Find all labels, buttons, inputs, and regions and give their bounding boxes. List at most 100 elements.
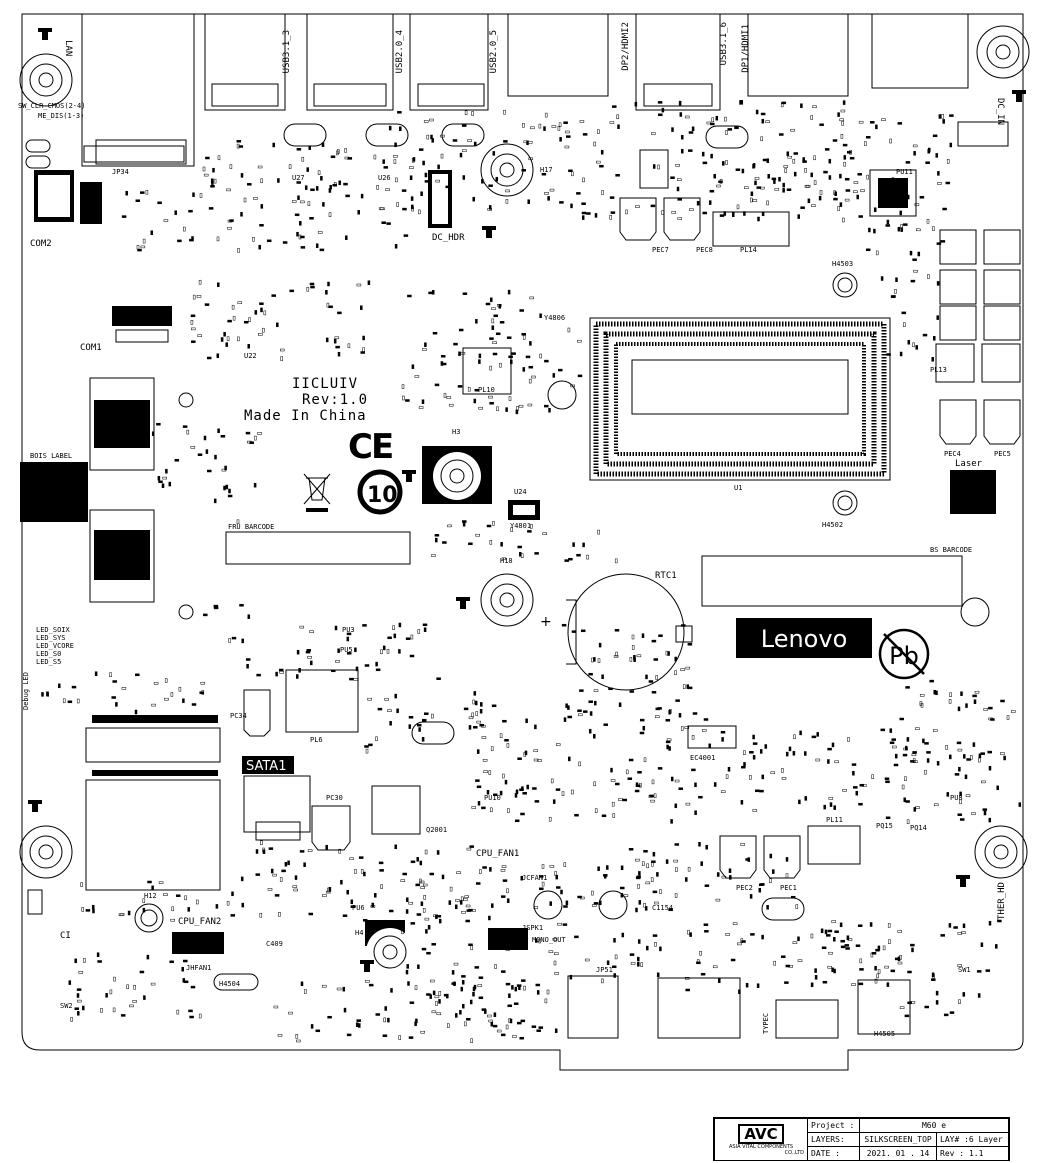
smd-pad xyxy=(273,1005,279,1009)
com1-label: COM1 xyxy=(80,343,102,353)
smd-pad xyxy=(601,978,604,984)
smd-pad xyxy=(490,934,493,940)
smd-pad xyxy=(145,189,149,195)
smd-pad xyxy=(454,904,458,910)
smd-pad xyxy=(445,185,450,189)
smd-pad xyxy=(933,336,936,341)
smd-pad xyxy=(541,864,545,869)
smd-pad xyxy=(668,746,671,751)
smd-pad xyxy=(183,226,186,232)
smd-pad xyxy=(594,213,598,218)
smd-pad xyxy=(610,211,616,214)
smd-pad xyxy=(509,1018,513,1024)
smd-pad xyxy=(945,181,951,185)
smd-pad xyxy=(811,204,816,207)
smd-pad xyxy=(635,205,640,208)
smd-pad xyxy=(581,211,587,215)
smd-pad xyxy=(814,975,818,980)
smd-pad xyxy=(786,151,790,156)
smd-pad xyxy=(325,844,328,850)
smd-pad xyxy=(544,192,549,195)
smd-pad xyxy=(331,669,336,673)
smd-pad xyxy=(560,889,563,895)
smd-pad xyxy=(247,183,252,186)
smd-pad xyxy=(237,336,240,342)
smd-pad xyxy=(671,211,676,214)
smd-pad xyxy=(420,191,423,196)
smd-pad xyxy=(784,981,789,984)
smd-pad xyxy=(778,176,781,182)
smd-pad xyxy=(932,134,938,138)
smd-pad xyxy=(550,778,554,784)
smd-pad xyxy=(537,759,542,762)
smd-pad xyxy=(317,231,323,234)
smd-pad xyxy=(682,684,686,689)
smd-pad xyxy=(563,121,568,124)
smd-pad xyxy=(393,155,398,158)
smd-pad xyxy=(381,221,386,224)
smd-pad xyxy=(188,1009,193,1013)
smd-pad xyxy=(756,983,760,988)
smd-pad xyxy=(527,403,533,407)
smd-pad xyxy=(906,819,910,824)
smd-pad xyxy=(343,182,348,186)
smd-pad xyxy=(298,668,301,673)
smd-pad xyxy=(736,204,740,210)
smd-pad xyxy=(837,206,840,211)
smd-pad xyxy=(309,630,314,633)
smd-pad xyxy=(833,937,836,942)
smd-pad xyxy=(849,149,852,155)
smd-pad xyxy=(177,239,182,243)
smd-pad xyxy=(429,872,435,876)
smd-pad xyxy=(187,907,190,912)
smd-pad xyxy=(203,173,209,177)
smd-pad xyxy=(397,111,402,114)
smd-pad xyxy=(249,441,254,444)
smd-pad xyxy=(368,983,374,987)
ther-hd-label: THER_HD xyxy=(997,882,1007,920)
smd-pad xyxy=(549,188,555,192)
smd-pad xyxy=(300,200,305,204)
smd-pad xyxy=(418,148,424,151)
smd-pad xyxy=(925,161,930,164)
smd-pad xyxy=(674,803,678,809)
smd-pad xyxy=(899,955,902,960)
smd-pad xyxy=(822,980,828,984)
smd-pad xyxy=(294,875,298,880)
smd-pad xyxy=(827,747,832,751)
smd-pad xyxy=(337,311,342,315)
smd-pad xyxy=(597,529,600,535)
smd-pad xyxy=(462,520,467,523)
smd-pad xyxy=(178,686,182,692)
dc-in-jack: DC_IN xyxy=(871,13,1005,125)
smd-pad xyxy=(618,702,622,707)
smd-pad xyxy=(611,965,617,969)
smd-pad xyxy=(525,355,531,359)
smd-pad xyxy=(873,228,876,234)
smd-pad xyxy=(410,922,416,925)
smd-pad xyxy=(942,119,945,124)
smd-pad xyxy=(643,757,647,763)
smd-pad xyxy=(674,670,677,675)
smd-pad xyxy=(764,744,768,749)
smd-pad xyxy=(849,156,855,160)
usb-port-1: USB3.1_3 xyxy=(204,13,292,111)
smd-pad xyxy=(834,191,837,196)
smd-pad xyxy=(431,554,436,557)
smd-pad xyxy=(452,139,458,142)
smd-pad xyxy=(578,713,583,717)
smd-pad xyxy=(889,741,895,745)
smd-pad xyxy=(937,171,940,176)
smd-pad xyxy=(712,965,718,969)
smd-pad xyxy=(799,730,802,736)
smd-pad xyxy=(745,982,749,988)
smd-pad xyxy=(542,532,547,535)
smd-pad xyxy=(700,972,706,976)
smd-pad xyxy=(226,336,230,341)
smd-pad xyxy=(221,468,227,472)
smd-pad xyxy=(916,228,921,232)
smd-pad xyxy=(500,895,506,898)
smd-pad xyxy=(694,782,697,788)
smd-pad xyxy=(931,978,936,981)
smd-pad xyxy=(710,153,713,159)
